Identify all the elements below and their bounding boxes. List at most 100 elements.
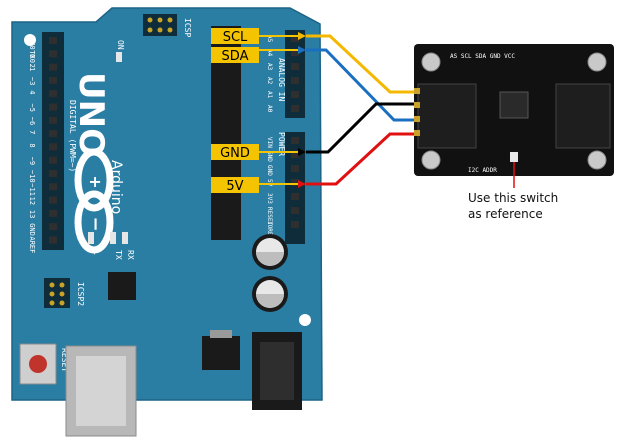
digital-pin-hole bbox=[49, 223, 57, 231]
power-pin-hole bbox=[291, 193, 299, 200]
power-pin-hole bbox=[291, 207, 299, 214]
power-pin-label: VIN bbox=[266, 137, 273, 148]
digital-label: DIGITAL (PWM=~) bbox=[68, 100, 77, 172]
digital-pin-hole bbox=[49, 236, 57, 244]
digital-pin-label: AREF bbox=[28, 237, 36, 254]
analog-pin-label: A1 bbox=[266, 91, 273, 99]
sensor-connector-left bbox=[417, 83, 477, 149]
analog-pin-label: A3 bbox=[266, 63, 273, 71]
on-led bbox=[116, 52, 122, 62]
sda-label: SDA bbox=[211, 47, 298, 64]
gnd-label: GND bbox=[211, 144, 298, 161]
sensor-bottom-label: I2C ADDR bbox=[468, 167, 497, 174]
digital-pin-label: ~5 bbox=[28, 104, 36, 112]
wires bbox=[298, 32, 414, 188]
analog-pin-hole bbox=[291, 77, 299, 84]
digital-pin-hole bbox=[49, 130, 57, 138]
svg-text:+: + bbox=[86, 175, 105, 188]
digital-pin-label: GND bbox=[28, 223, 36, 236]
digital-pin-hole bbox=[49, 103, 57, 111]
rx-label: RX bbox=[126, 250, 135, 260]
digital-pin-hole bbox=[49, 183, 57, 191]
digital-pin-label: 4 bbox=[28, 90, 36, 94]
digital-pin-label: ~11 bbox=[28, 183, 36, 196]
i2c-address-switch bbox=[510, 152, 518, 162]
analog-pin-hole bbox=[291, 35, 299, 42]
digital-pin-hole bbox=[49, 116, 57, 124]
reset-button-cap bbox=[29, 355, 47, 373]
usb-port-inner bbox=[76, 356, 126, 426]
scl-wire bbox=[306, 34, 414, 94]
l-led bbox=[88, 232, 94, 244]
annotation-line-2: as reference bbox=[468, 207, 543, 221]
power-pin-hole bbox=[291, 179, 299, 186]
power-pin-label: IOREF bbox=[266, 221, 273, 239]
analog-pin-label: A5 bbox=[266, 35, 273, 43]
uno-logo-text: UNO bbox=[71, 72, 111, 157]
digital-pin-label: 2 bbox=[28, 64, 36, 68]
digital-pin-hole bbox=[49, 143, 57, 151]
5v-wire bbox=[306, 132, 414, 186]
digital-pin-hole bbox=[49, 209, 57, 217]
analog-pin-hole bbox=[291, 49, 299, 56]
digital-pin-label: 13 bbox=[28, 210, 36, 218]
digital-pin-hole bbox=[49, 76, 57, 84]
capacitor-2 bbox=[252, 276, 288, 312]
icsp2-header bbox=[44, 278, 70, 308]
power-pin-label: RESET bbox=[266, 207, 273, 225]
power-pin-label: 3V3 bbox=[266, 193, 273, 204]
switch-annotation: Use this switch as reference bbox=[468, 162, 558, 221]
digital-header bbox=[42, 32, 64, 250]
tx-led bbox=[110, 232, 116, 244]
gnd-label-text: GND bbox=[220, 146, 250, 161]
analog-pin-hole bbox=[291, 91, 299, 98]
reset-label: RESET bbox=[60, 348, 69, 372]
digital-pin-hole bbox=[49, 196, 57, 204]
digital-pin-label: 7 bbox=[28, 130, 36, 134]
digital-pin-hole bbox=[49, 170, 57, 177]
analog-label: ANALOG IN bbox=[277, 58, 286, 102]
analog-pin-label: A2 bbox=[266, 77, 273, 85]
svg-text:−: − bbox=[85, 216, 106, 231]
annotation-line-1: Use this switch bbox=[468, 191, 558, 205]
digital-pin-hole bbox=[49, 50, 57, 58]
sda-wire bbox=[306, 48, 414, 122]
sda-label-text: SDA bbox=[222, 49, 249, 64]
icsp-label: ICSP bbox=[183, 18, 192, 37]
usb-chip bbox=[108, 272, 136, 300]
sensor-module: AS SCL SDA GND VCC I2C ADDR bbox=[414, 44, 614, 176]
on-label: ON bbox=[116, 40, 125, 50]
digital-pin-label: 8 bbox=[28, 143, 36, 147]
power-pin-label: GND bbox=[266, 151, 273, 162]
power-header bbox=[285, 132, 305, 244]
gnd-wire bbox=[306, 102, 414, 154]
digital-pin-label: 12 bbox=[28, 197, 36, 205]
5v-label-text: 5V bbox=[226, 179, 243, 194]
digital-pin-hole bbox=[49, 156, 57, 164]
scl-label: SCL bbox=[211, 28, 298, 45]
digital-pin-label: ~3 bbox=[28, 77, 36, 85]
sensor-top-labels: AS SCL SDA GND VCC bbox=[450, 53, 515, 60]
digital-pin-hole bbox=[49, 37, 57, 44]
arduino-brand-text: Arduino bbox=[108, 160, 124, 214]
sensor-connector-right bbox=[555, 83, 611, 149]
analog-header bbox=[285, 30, 305, 118]
capacitor-1 bbox=[252, 234, 288, 270]
icsp2-label: ICSP2 bbox=[76, 282, 85, 306]
arduino-logo: + − bbox=[74, 148, 114, 254]
digital-pin-label: ~9 bbox=[28, 157, 36, 165]
digital-pin-label: RX0 0 bbox=[28, 37, 36, 58]
power-label: POWER bbox=[277, 132, 286, 156]
scl-label-text: SCL bbox=[223, 30, 248, 45]
digital-pin-label: TX0 1 bbox=[28, 50, 36, 71]
tx-label: TX bbox=[114, 250, 123, 260]
5v-label: 5V bbox=[211, 177, 298, 194]
rx-led bbox=[122, 232, 128, 244]
digital-pin-label: ~10 bbox=[28, 170, 36, 183]
power-pin-label: 5V bbox=[266, 179, 273, 187]
digital-pin-hole bbox=[49, 90, 57, 98]
icsp-header bbox=[143, 14, 177, 36]
analog-pin-hole bbox=[291, 105, 299, 112]
